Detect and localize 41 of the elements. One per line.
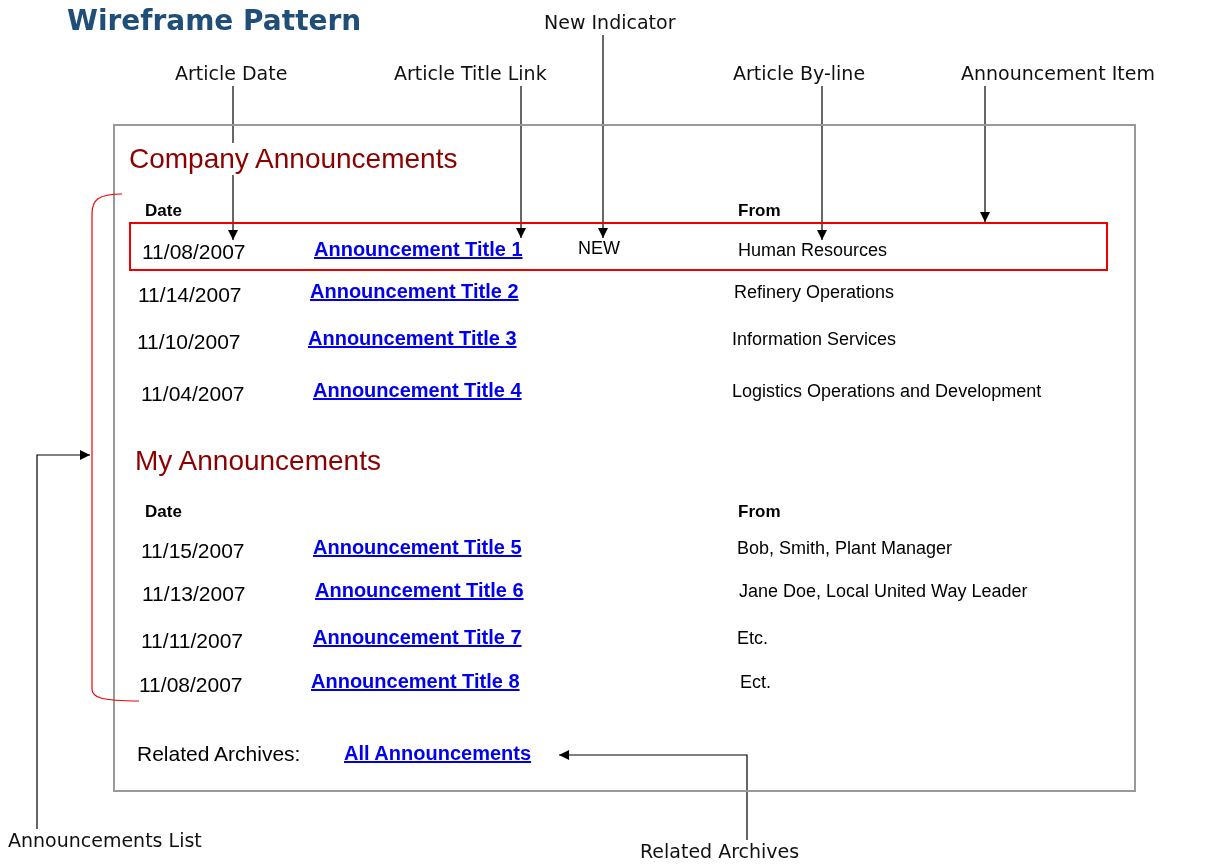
new-indicator: NEW (578, 238, 620, 259)
date-text: 11/04/2007 (141, 382, 245, 406)
from-text: Bob, Smith, Plant Manager (737, 538, 953, 559)
date-text: 11/11/2007 (141, 629, 243, 653)
leader-line (817, 85, 827, 241)
title-link: Announcement Title 5 (313, 536, 522, 559)
date-text: 11/15/2007 (141, 539, 245, 563)
related-label: Related Archives: (137, 742, 301, 766)
from-text: Logistics Operations and Development (732, 381, 1042, 402)
from-text: Information Services (732, 329, 897, 350)
title-link: Announcement Title 1 (314, 238, 523, 261)
title-link: Announcement Title 8 (311, 670, 520, 693)
from-text: Ect. (740, 672, 771, 693)
section-heading: Company Announcements (129, 143, 458, 175)
leader-line (558, 750, 748, 841)
title-link: Announcement Title 2 (310, 280, 519, 303)
column-header: From (738, 502, 781, 522)
date-text: 11/14/2007 (138, 283, 242, 307)
column-header: From (738, 201, 781, 221)
callout-label: Article By-line (733, 62, 866, 84)
title-link: Announcement Title 6 (315, 579, 524, 602)
from-text: Human Resources (738, 240, 888, 261)
date-text: 11/08/2007 (142, 240, 246, 264)
from-text: Refinery Operations (734, 282, 895, 303)
title-link: Announcement Title 4 (313, 379, 522, 402)
date-text: 11/08/2007 (139, 673, 243, 697)
column-header: Date (145, 502, 182, 522)
from-text: Etc. (737, 628, 768, 649)
leader-line (598, 34, 608, 239)
title-link: Announcement Title 7 (313, 626, 522, 649)
page-title: Wireframe Pattern (67, 4, 362, 37)
announcement-item-row (129, 222, 1108, 271)
archive-link: All Announcements (344, 742, 532, 765)
date-text: 11/13/2007 (142, 582, 246, 606)
leader-line (36, 450, 91, 830)
from-text: Jane Doe, Local United Way Leader (739, 581, 1028, 602)
date-text: 11/10/2007 (137, 330, 241, 354)
title-link: Announcement Title 3 (308, 327, 517, 350)
leader-line (516, 85, 526, 239)
leader-line (980, 85, 990, 223)
column-header: Date (145, 201, 182, 221)
